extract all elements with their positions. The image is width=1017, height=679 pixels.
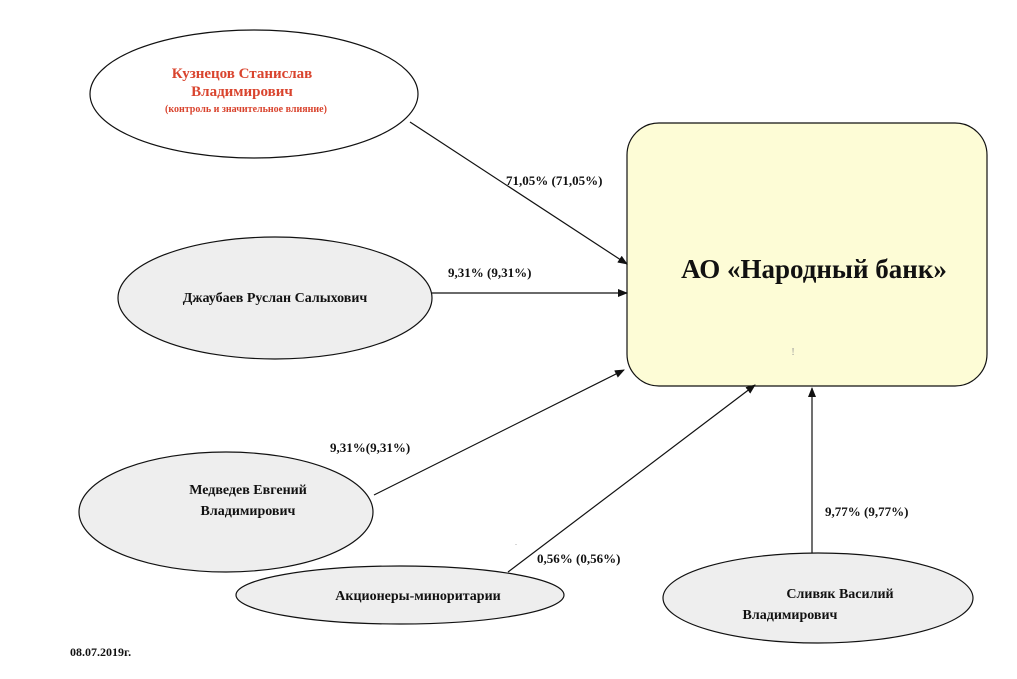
share-label-minority: 0,56% (0,56%): [537, 551, 620, 566]
bank-title: АО «Народный банк»: [681, 254, 947, 284]
owner-name-minority: Акционеры-миноритарии: [335, 589, 500, 604]
owner-node-medvedev: [78, 451, 374, 573]
owner-node-kuznetsov: [89, 29, 419, 159]
owner-name-slivyak-line1: Сливяк Василий: [786, 587, 893, 602]
bank-mark: !: [791, 347, 794, 358]
stray-dot: .: [515, 538, 517, 547]
owner-note-kuznetsov: (контроль и значительное влияние): [165, 104, 327, 115]
diagram-date: 08.07.2019г.: [70, 645, 132, 659]
bank-box: [626, 122, 988, 387]
share-label-kuznetsov: 71,05% (71,05%): [506, 173, 602, 188]
owner-name-medvedev-line1: Медведев Евгений: [189, 483, 307, 498]
edge-kuznetsov: [409, 121, 628, 265]
owner-name-kuznetsov-line2: Владимирович: [191, 84, 293, 100]
edge-minority: [507, 384, 756, 573]
owner-node-minority: [235, 565, 565, 625]
owner-name-medvedev-line2: Владимирович: [201, 504, 296, 519]
edge-medvedev: [373, 369, 625, 496]
owner-node-dzhaubaev: [117, 236, 433, 360]
owner-node-slivyak: [662, 552, 974, 644]
owner-name-kuznetsov-line1: Кузнецов Станислав: [172, 66, 313, 82]
share-label-slivyak: 9,77% (9,77%): [825, 504, 908, 519]
owner-name-slivyak-line2: Владимирович: [743, 608, 838, 623]
share-label-medvedev: 9,31%(9,31%): [330, 440, 410, 455]
share-label-dzhaubaev: 9,31% (9,31%): [448, 265, 531, 280]
owner-name-dzhaubaev: Джаубаев Руслан Салыхович: [183, 291, 368, 306]
